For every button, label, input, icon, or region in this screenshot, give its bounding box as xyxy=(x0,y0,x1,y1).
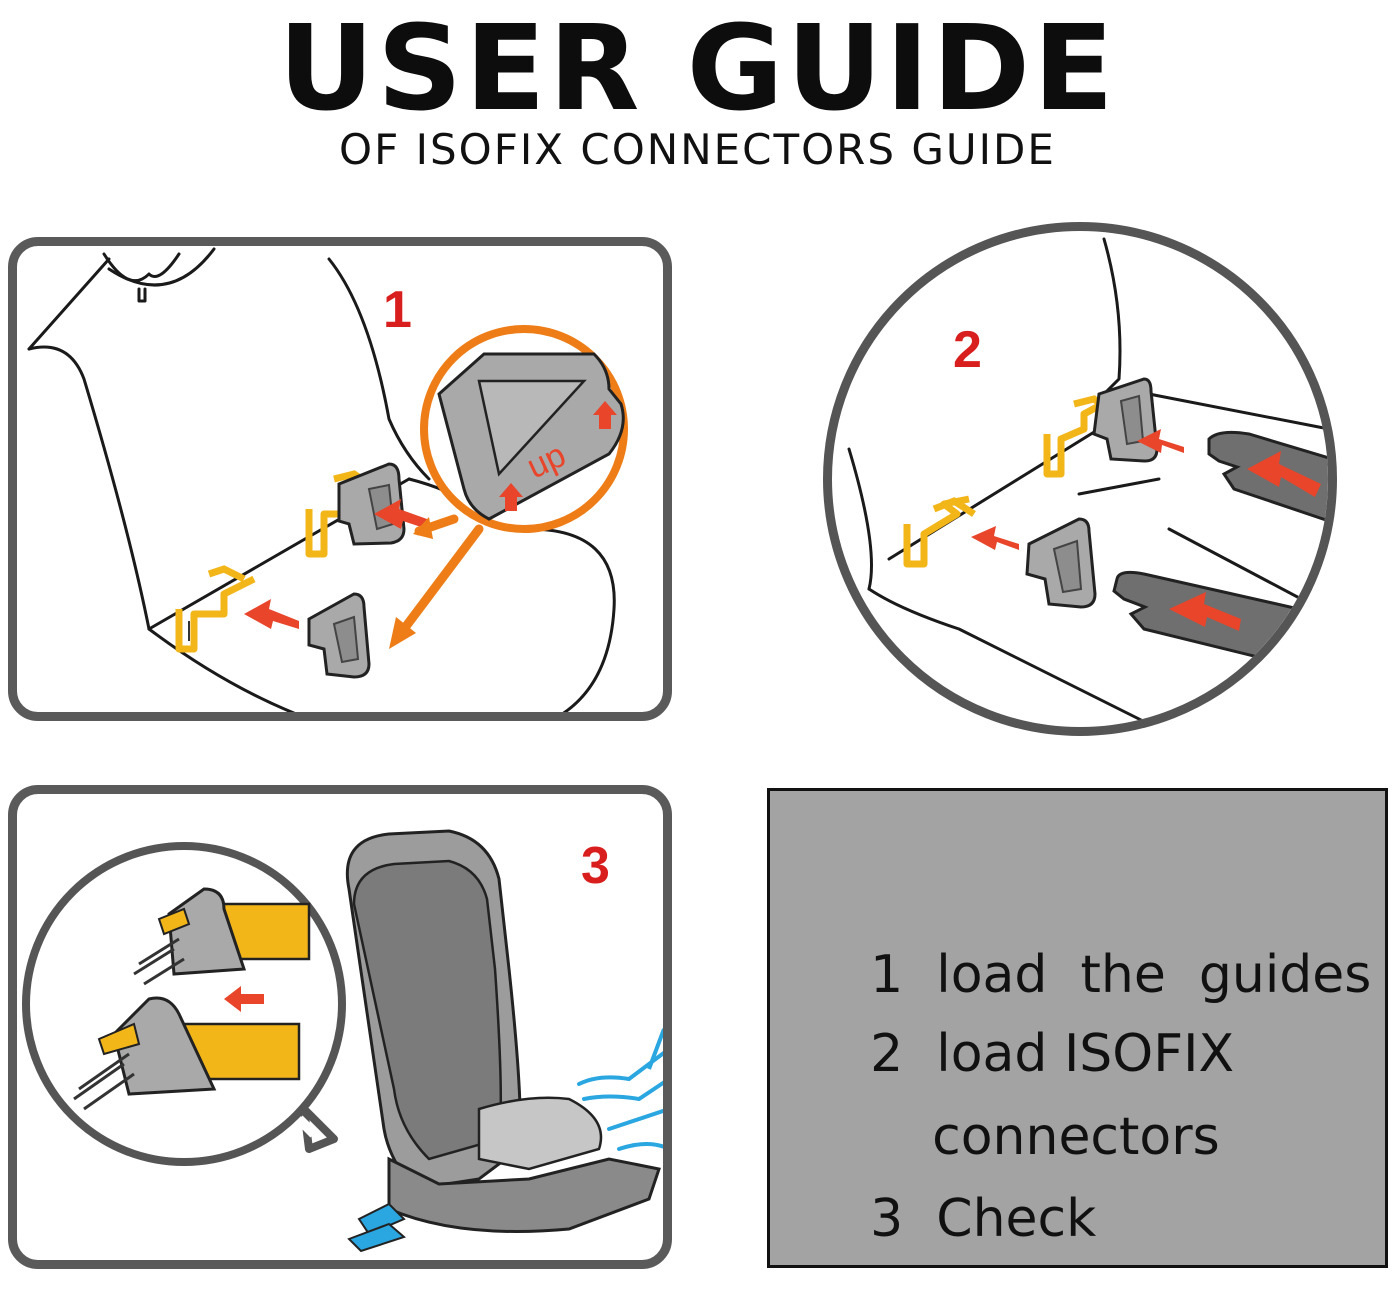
legend-line-2: 2 load ISOFIX xyxy=(804,958,1234,1150)
legend-text: connectors xyxy=(932,1107,1220,1167)
legend-line-4: 3 Check xyxy=(804,1123,1096,1315)
step-2-illustration xyxy=(847,237,1328,726)
step-3-number: 3 xyxy=(581,837,610,895)
step-3-panel: 3 xyxy=(8,785,672,1269)
step-1-illustration: up xyxy=(27,247,628,712)
step-3-illustration xyxy=(22,829,663,1253)
step-1-panel: up 1 xyxy=(8,237,672,721)
guide-title: USER GUIDE xyxy=(278,0,1117,137)
legend-line-3: connectors xyxy=(866,1041,1220,1233)
legend-number: 2 xyxy=(870,1024,904,1084)
legend-number: 3 xyxy=(870,1189,904,1249)
guide-subtitle: OF ISOFIX CONNECTORS GUIDE xyxy=(339,125,1056,174)
step-2-panel: 2 xyxy=(823,222,1337,736)
legend-line-1: 1 load the guides xyxy=(804,879,1371,1071)
legend-number: 1 xyxy=(870,945,904,1005)
legend-text: load the guides xyxy=(936,945,1372,1005)
legend-text: load ISOFIX xyxy=(936,1024,1235,1084)
step-2-number: 2 xyxy=(953,321,982,379)
steps-legend: 1 load the guides 2 load ISOFIX connecto… xyxy=(767,788,1388,1268)
legend-text: Check xyxy=(936,1189,1097,1249)
step-1-number: 1 xyxy=(383,281,412,339)
